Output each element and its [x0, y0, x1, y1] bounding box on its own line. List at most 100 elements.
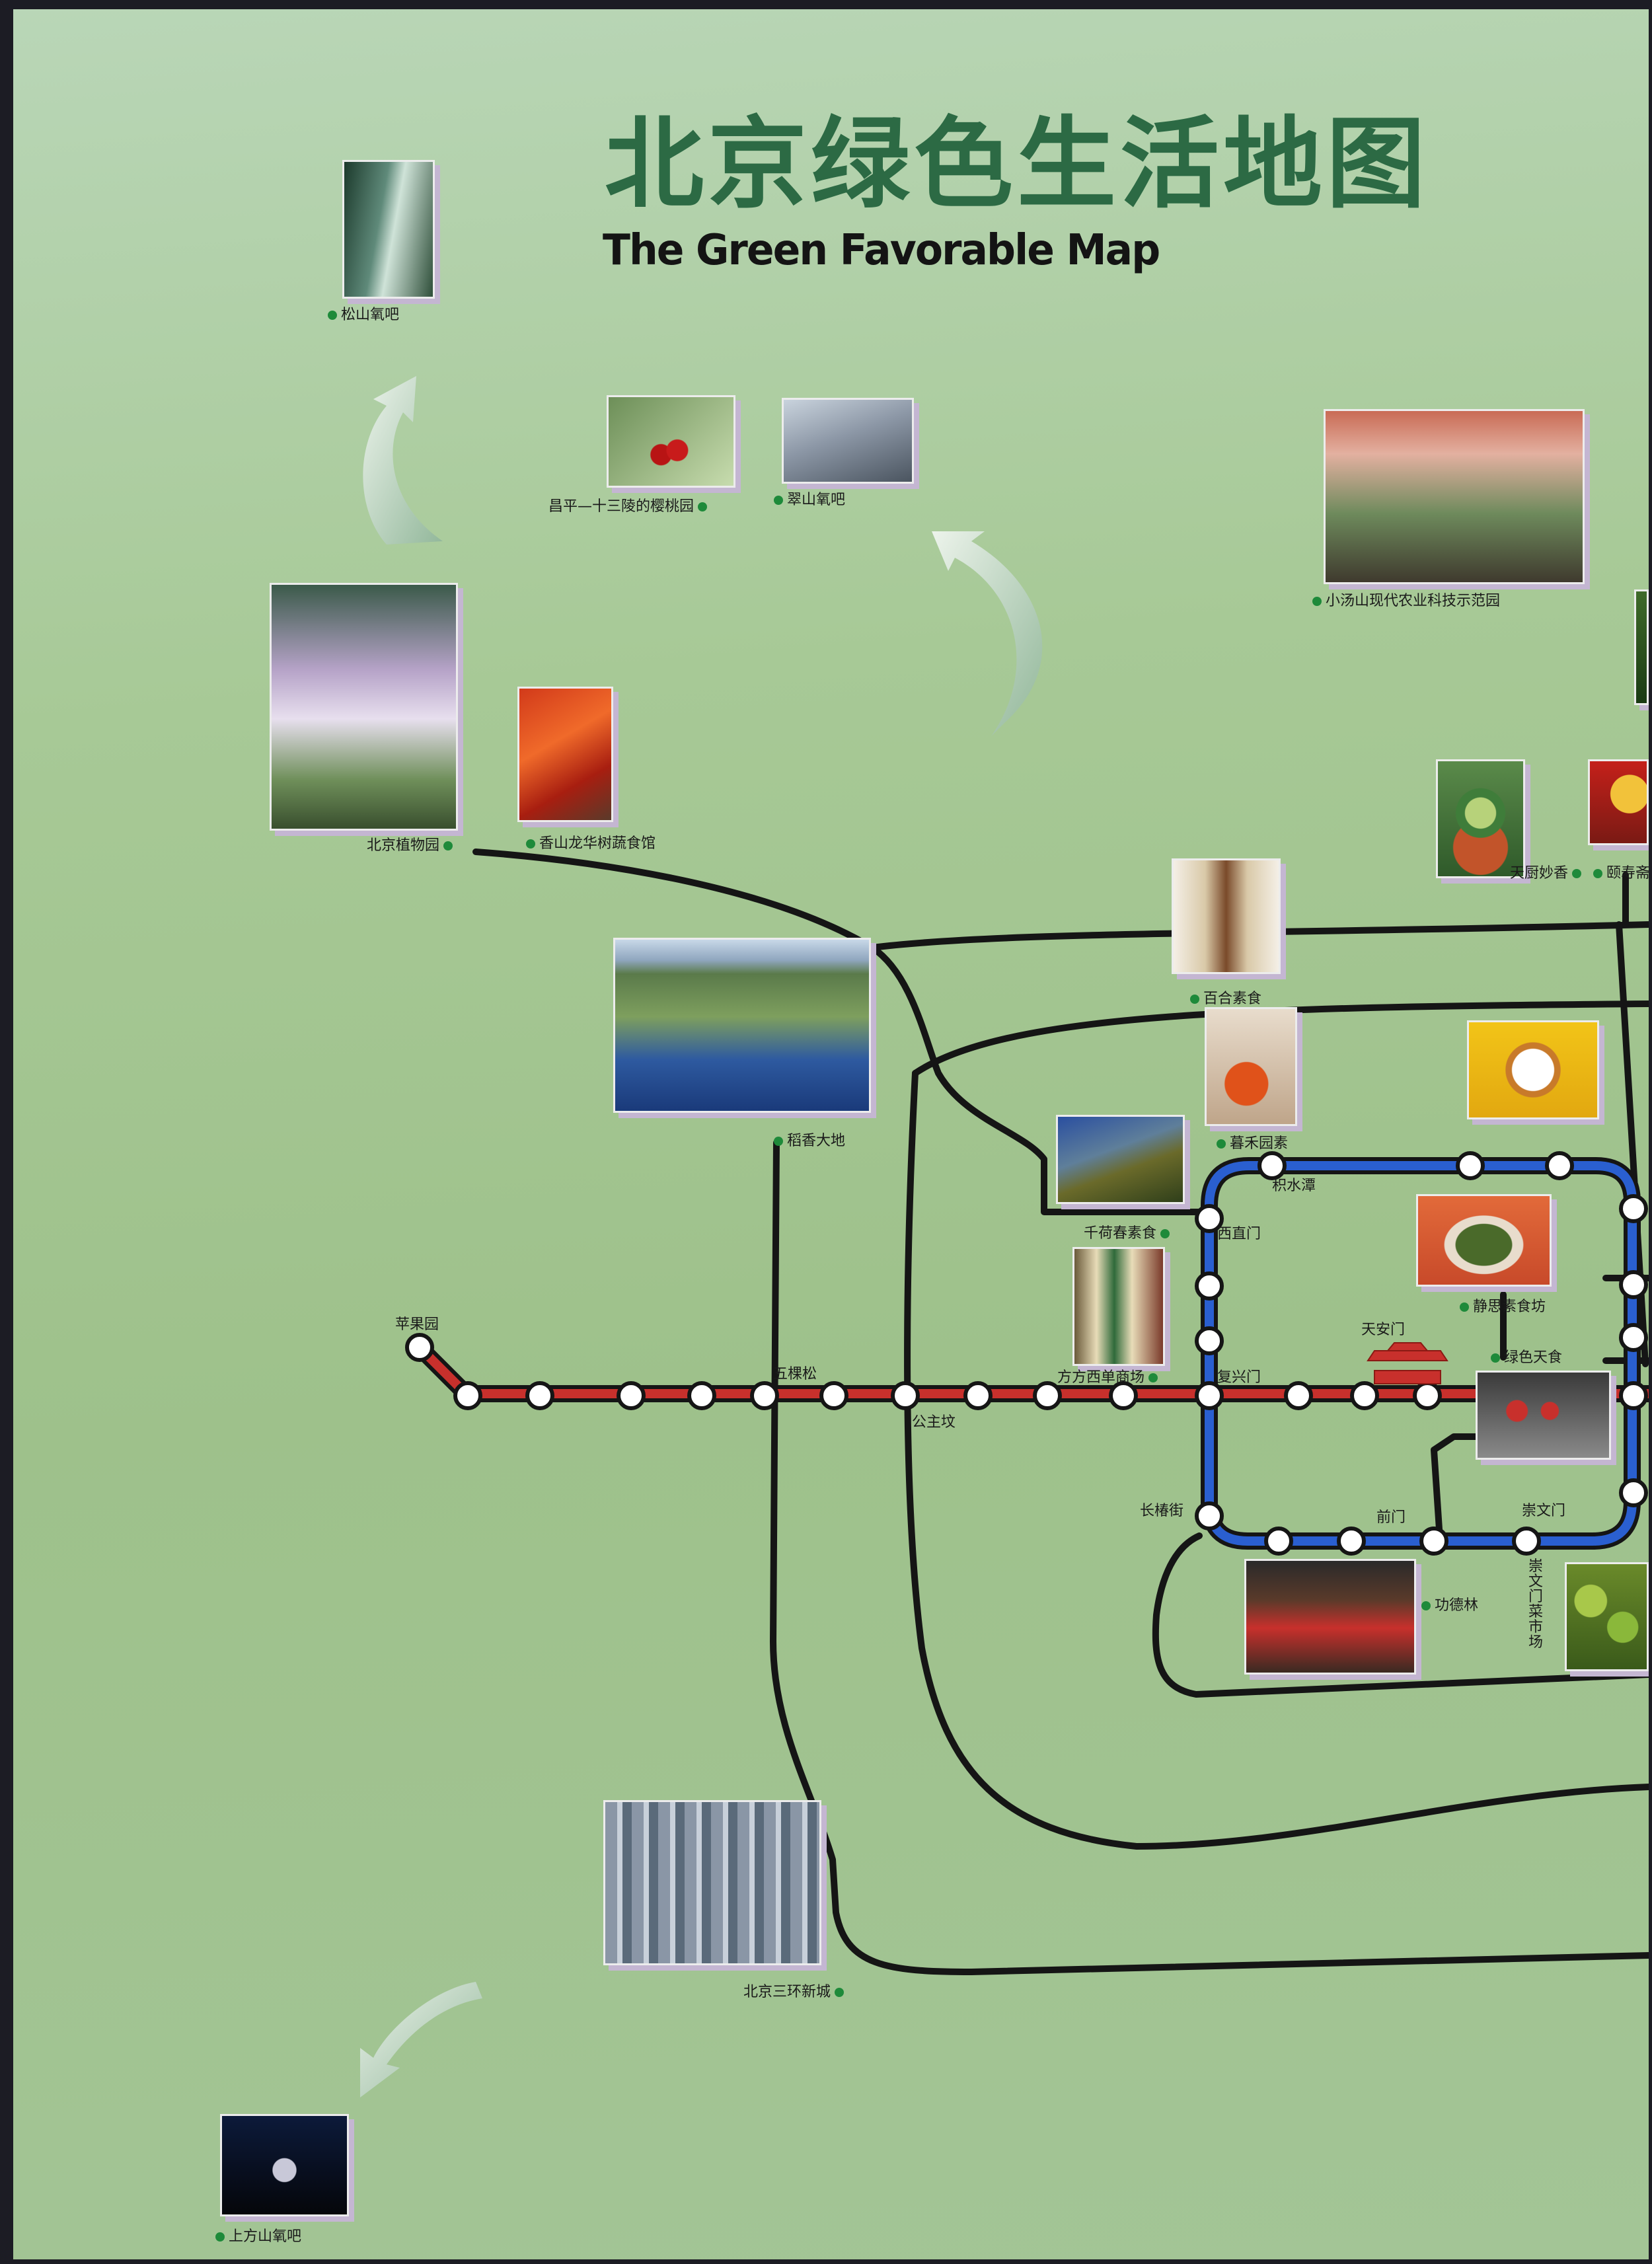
photo-cherry-orchard	[607, 395, 735, 488]
station-marker[interactable]	[1264, 1527, 1293, 1556]
place-label: 百合素食	[1186, 992, 1261, 1006]
station-marker[interactable]	[819, 1381, 848, 1410]
place-label: 暮禾园素	[1213, 1137, 1288, 1151]
tiananmen-gate-icon	[1367, 1342, 1448, 1384]
place-label: 方方西单商场	[1057, 1371, 1162, 1385]
map-title: 北京绿色生活地图	[605, 107, 1430, 222]
photo-bowl-dish	[1588, 759, 1649, 845]
place-dot	[215, 2232, 225, 2242]
photo-mountain-night	[220, 2114, 349, 2216]
station-marker[interactable]	[1419, 1527, 1448, 1556]
photo-gongdelin-gate	[1244, 1559, 1416, 1675]
station-marker[interactable]	[1619, 1323, 1648, 1352]
station-marker[interactable]	[1512, 1527, 1541, 1556]
station-marker[interactable]	[1337, 1527, 1366, 1556]
station-label: 公主坟	[912, 1414, 956, 1431]
station-marker[interactable]	[1456, 1151, 1485, 1180]
station-marker[interactable]	[891, 1381, 920, 1410]
arrow-decoration	[363, 376, 443, 545]
place-dot	[1593, 869, 1602, 878]
station-marker[interactable]	[750, 1381, 779, 1410]
photo-fruit-dish	[1205, 1007, 1297, 1126]
photo-songshan-forest	[342, 160, 435, 299]
place-dot	[774, 1137, 783, 1146]
photo-highrise-city	[603, 1800, 821, 1965]
station-marker[interactable]	[1258, 1151, 1287, 1180]
place-label: 翠山氧吧	[770, 493, 845, 508]
station-marker[interactable]	[1619, 1478, 1648, 1507]
station-marker[interactable]	[1350, 1381, 1379, 1410]
road-line	[1152, 1532, 1649, 1698]
road-line	[770, 1139, 1649, 1975]
station-marker[interactable]	[1195, 1501, 1224, 1530]
place-label: 松山氧吧	[324, 308, 399, 322]
station-label: 积水潭	[1272, 1178, 1316, 1194]
station-marker[interactable]	[1413, 1381, 1442, 1410]
station-marker[interactable]	[1619, 1270, 1648, 1299]
station-marker[interactable]	[1545, 1151, 1574, 1180]
station-label: 崇文门	[1522, 1503, 1566, 1519]
road-line	[912, 1000, 1649, 1076]
place-dot	[1491, 1353, 1500, 1363]
station-marker[interactable]	[1033, 1381, 1062, 1410]
station-label: 复兴门	[1217, 1369, 1261, 1386]
place-dot	[835, 1988, 845, 1997]
road-line	[904, 1070, 1649, 1850]
place-label: 昌平—十三陵的樱桃园	[548, 500, 711, 514]
place-label: 上方山氧吧	[211, 2230, 301, 2244]
photo-red-leaves	[517, 687, 613, 822]
station-marker[interactable]	[525, 1381, 554, 1410]
station-marker[interactable]	[1195, 1271, 1224, 1301]
photo-vegetarian-platter	[1416, 1194, 1552, 1287]
place-dot	[1572, 869, 1582, 878]
station-marker[interactable]	[617, 1381, 646, 1410]
photo-bamboo	[1634, 589, 1649, 705]
station-marker[interactable]	[1195, 1204, 1224, 1233]
place-label: 香山龙华树蔬食馆	[522, 837, 656, 851]
place-dot	[1160, 1229, 1170, 1238]
road-line	[869, 921, 1649, 951]
place-label: 绿色天食	[1487, 1351, 1562, 1365]
place-label: 天厨妙香	[1510, 866, 1585, 881]
place-label: 北京三环新城	[743, 1985, 848, 2000]
station-label: 长椿街	[1140, 1503, 1184, 1519]
station-marker[interactable]	[687, 1381, 716, 1410]
station-label: 前门	[1376, 1509, 1406, 1526]
station-marker[interactable]	[1619, 1381, 1648, 1410]
place-label: 千荷春素食	[1084, 1226, 1174, 1241]
station-marker[interactable]	[405, 1333, 434, 1362]
photo-sushi-platter	[1476, 1371, 1611, 1460]
place-label: 稻香大地	[770, 1134, 845, 1149]
arrow-decoration	[360, 1982, 482, 2097]
photo-agri-park	[1324, 409, 1585, 584]
place-dot	[526, 839, 535, 849]
station-label: 西直门	[1217, 1226, 1261, 1242]
place-label: 颐寿斋	[1589, 866, 1649, 881]
line1-track	[413, 1341, 1649, 1402]
place-label: 北京植物园	[367, 839, 457, 853]
station-marker[interactable]	[453, 1381, 482, 1410]
station-marker[interactable]	[1284, 1381, 1313, 1410]
photo-restaurant-interior	[1172, 858, 1281, 974]
photo-cabbage	[1565, 1562, 1649, 1671]
place-label: 功德林	[1417, 1599, 1478, 1613]
station-marker[interactable]	[963, 1381, 993, 1410]
place-label-vertical: 崇文门菜市场	[1528, 1558, 1544, 1651]
map-sheet: 北京绿色生活地图 The Green Favorable Map	[13, 9, 1649, 2259]
arrow-decoration	[932, 531, 1043, 736]
place-dot	[443, 841, 453, 850]
station-marker[interactable]	[1195, 1381, 1224, 1410]
station-marker[interactable]	[1619, 1194, 1648, 1223]
place-dot	[1190, 995, 1199, 1004]
station-marker[interactable]	[1195, 1326, 1224, 1355]
station-marker[interactable]	[1109, 1381, 1138, 1410]
photo-shop-products	[1072, 1247, 1165, 1366]
place-dot	[328, 311, 337, 320]
photo-lotus-lake	[613, 938, 871, 1113]
place-label: 静思素食坊	[1456, 1300, 1546, 1314]
station-label: 天安门	[1361, 1322, 1406, 1338]
place-dot	[1217, 1139, 1226, 1149]
road-line	[472, 849, 1206, 1215]
place-dot	[698, 502, 708, 511]
station-label: 苹果园	[395, 1316, 439, 1333]
